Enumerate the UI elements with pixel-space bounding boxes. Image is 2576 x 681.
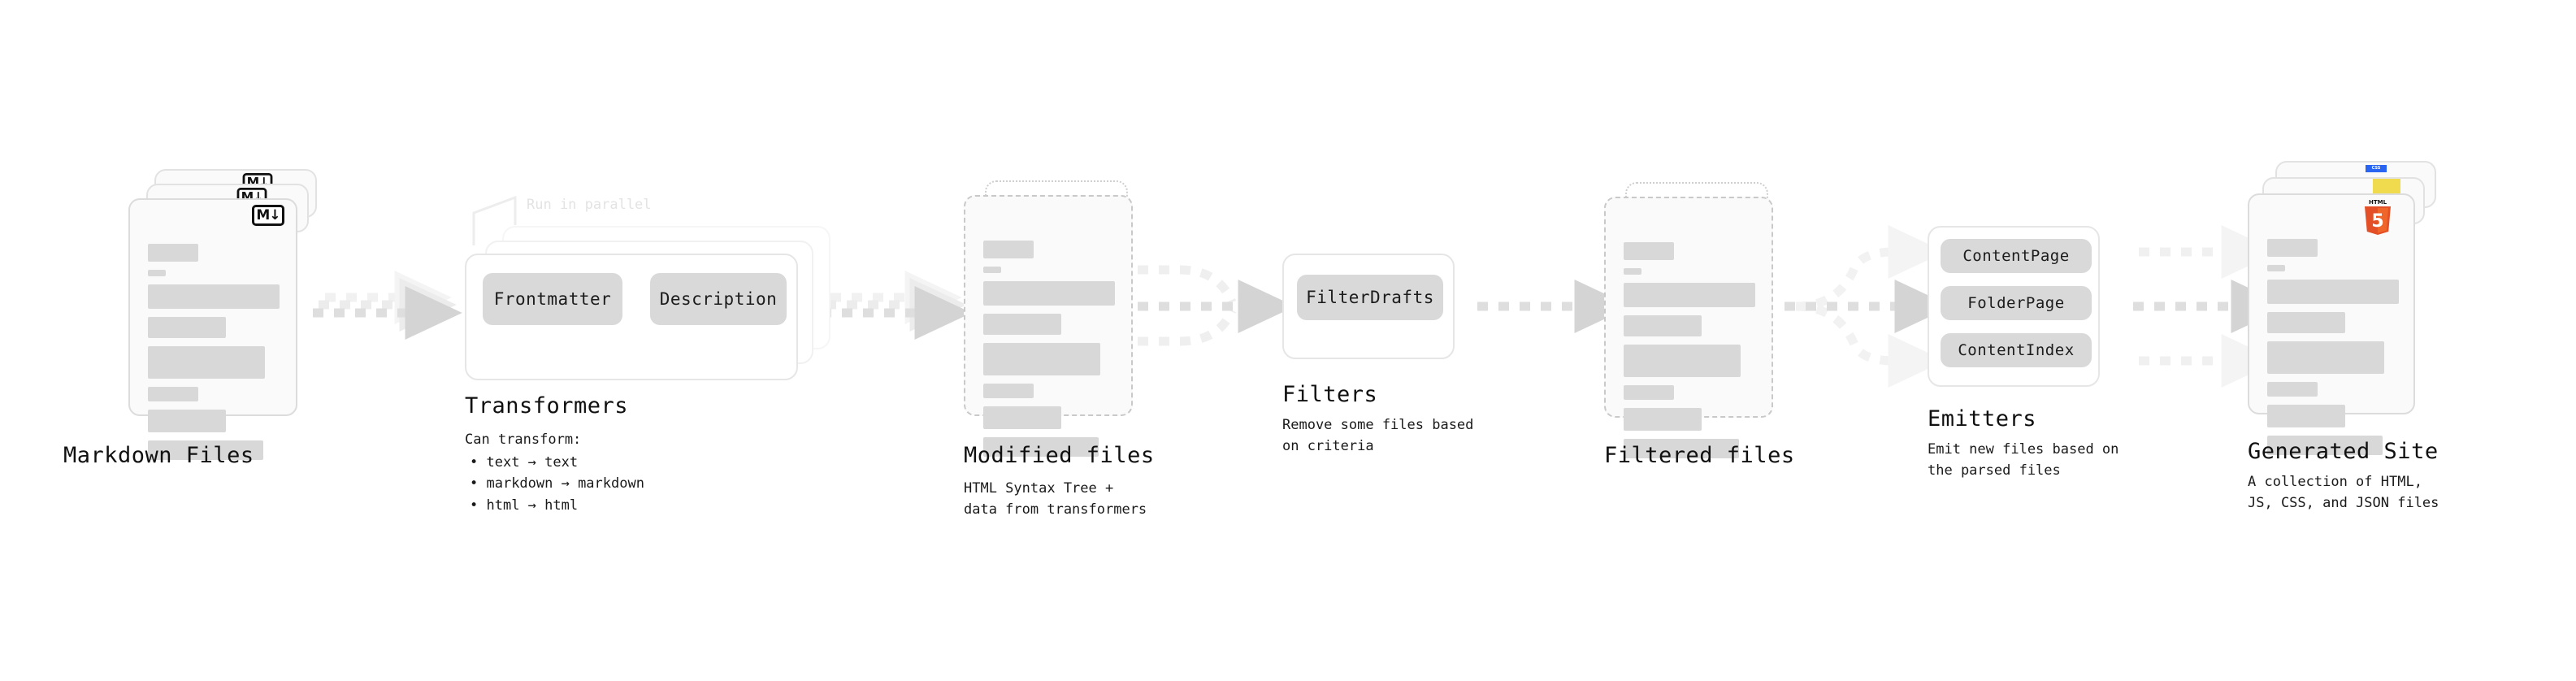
- desc-generated-site: A collection of HTML, JS, CSS, and JSON …: [2248, 474, 2439, 512]
- filtered-skeleton: [1624, 242, 1755, 466]
- desc-modified-files: HTML Syntax Tree + data from transformer…: [964, 480, 1147, 518]
- desc-filters: Remove some files based on criteria: [1282, 417, 1474, 455]
- svg-text:HTML: HTML: [2369, 199, 2387, 206]
- modified-skeleton: [983, 241, 1115, 465]
- title-markdown-files: Markdown Files: [63, 443, 254, 468]
- connector-transformers-to-modified: [821, 271, 972, 340]
- svg-text:5: 5: [2371, 211, 2383, 232]
- connector-modified-to-filters: [1138, 265, 1295, 346]
- run-in-parallel-label: Run in parallel: [527, 197, 652, 213]
- emitters-group[interactable]: ContentPage FolderPage ContentIndex: [1928, 226, 2100, 387]
- html5-badge: HTML 5: [2361, 197, 2394, 235]
- title-filters: Filters: [1282, 382, 1378, 407]
- emitter-folderpage[interactable]: FolderPage: [1941, 286, 2092, 320]
- connector-filtered-to-emitters: [1785, 225, 1952, 388]
- transformers-capability-list: text → text markdown → markdown html → h…: [470, 452, 644, 516]
- markdown-card-front: [128, 198, 297, 460]
- transformer-description[interactable]: Description: [650, 273, 787, 325]
- emitter-contentpage[interactable]: ContentPage: [1941, 239, 2092, 273]
- connector-markdown-to-transformers: [313, 271, 462, 340]
- title-emitters: Emitters: [1928, 406, 2037, 432]
- modified-card-front: [964, 195, 1133, 457]
- desc-transformers: Can transform:: [465, 432, 582, 448]
- transformer-frontmatter[interactable]: Frontmatter: [483, 273, 622, 325]
- transformer-capability-item: markdown → markdown: [470, 473, 644, 494]
- markdown-badge-front: M↓: [252, 205, 284, 226]
- html5-shield-icon: HTML 5: [2365, 199, 2391, 235]
- css-badge: CSS: [2366, 165, 2387, 172]
- title-generated-site: Generated Site: [2248, 439, 2439, 464]
- transformer-capability-item: html → html: [470, 495, 644, 516]
- filter-filterdrafts[interactable]: FilterDrafts: [1297, 275, 1443, 320]
- title-modified-files: Modified files: [964, 443, 1155, 468]
- filtered-card-front: [1604, 197, 1773, 458]
- transformers-group-front[interactable]: Frontmatter Description: [465, 254, 798, 380]
- emitter-contentindex[interactable]: ContentIndex: [1941, 333, 2092, 367]
- connector-emitters-to-site: [2133, 225, 2288, 388]
- filters-group[interactable]: FilterDrafts: [1282, 254, 1455, 359]
- site-card-html: [2248, 193, 2415, 455]
- js-badge: [2373, 179, 2400, 195]
- transformer-capability-item: text → text: [470, 452, 644, 473]
- title-filtered-files: Filtered files: [1604, 443, 1795, 468]
- markdown-skeleton: [148, 244, 280, 468]
- title-transformers: Transformers: [465, 393, 629, 419]
- desc-emitters: Emit new files based on the parsed files: [1928, 441, 2119, 479]
- generated-site-skeleton: [2267, 239, 2399, 463]
